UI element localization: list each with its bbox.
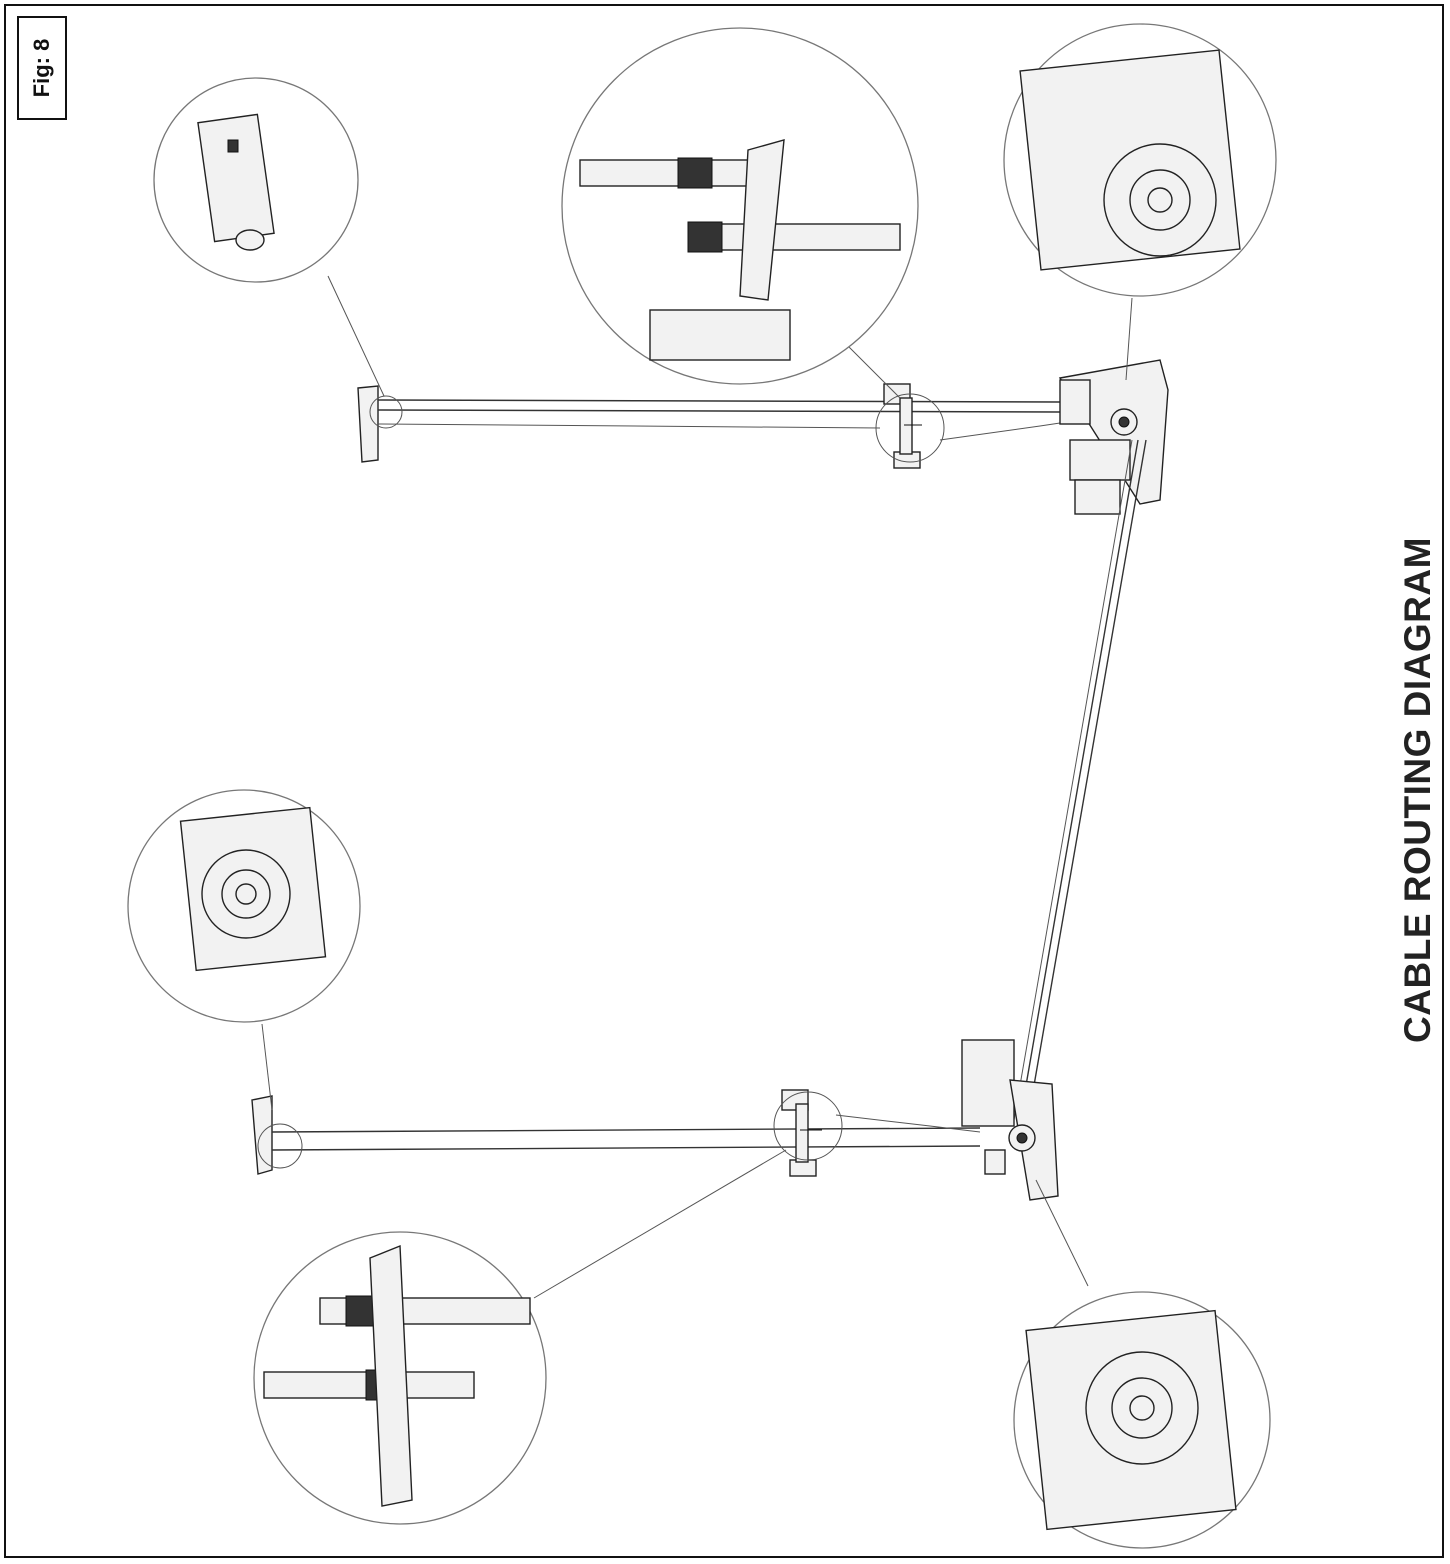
- lower-middle-bracket: [773, 1089, 981, 1177]
- detail-callout-lower-left: [127, 789, 361, 1023]
- upper-middle-bracket: [875, 383, 1081, 469]
- vertical-cable-run: [1013, 439, 1147, 1121]
- figure-frame: [4, 4, 1444, 1558]
- detail-callout-upper-left: [153, 77, 359, 283]
- detail-callout-upper-right: [1003, 23, 1277, 297]
- lower-base-assembly: [961, 1039, 1059, 1201]
- pulley-detail-icon: [1019, 49, 1241, 271]
- upper-base-assembly: [1058, 359, 1169, 515]
- lower-arm: [251, 1095, 981, 1175]
- pulley-detail-icon: [1025, 1309, 1237, 1531]
- leader-lines: [261, 275, 1133, 1299]
- pulley-detail-icon: [179, 806, 327, 972]
- bolt-detail-icon: [263, 1244, 531, 1507]
- detail-callout-upper-middle: [561, 27, 919, 385]
- detail-callout-lower-right: [1013, 1291, 1271, 1549]
- upper-arm: [357, 385, 1061, 463]
- detail-callout-lower-middle: [253, 1231, 547, 1525]
- bracket-detail-icon: [197, 113, 275, 251]
- bolt-detail-icon: [579, 139, 901, 361]
- figure-label-box: Fig: 8: [17, 16, 67, 120]
